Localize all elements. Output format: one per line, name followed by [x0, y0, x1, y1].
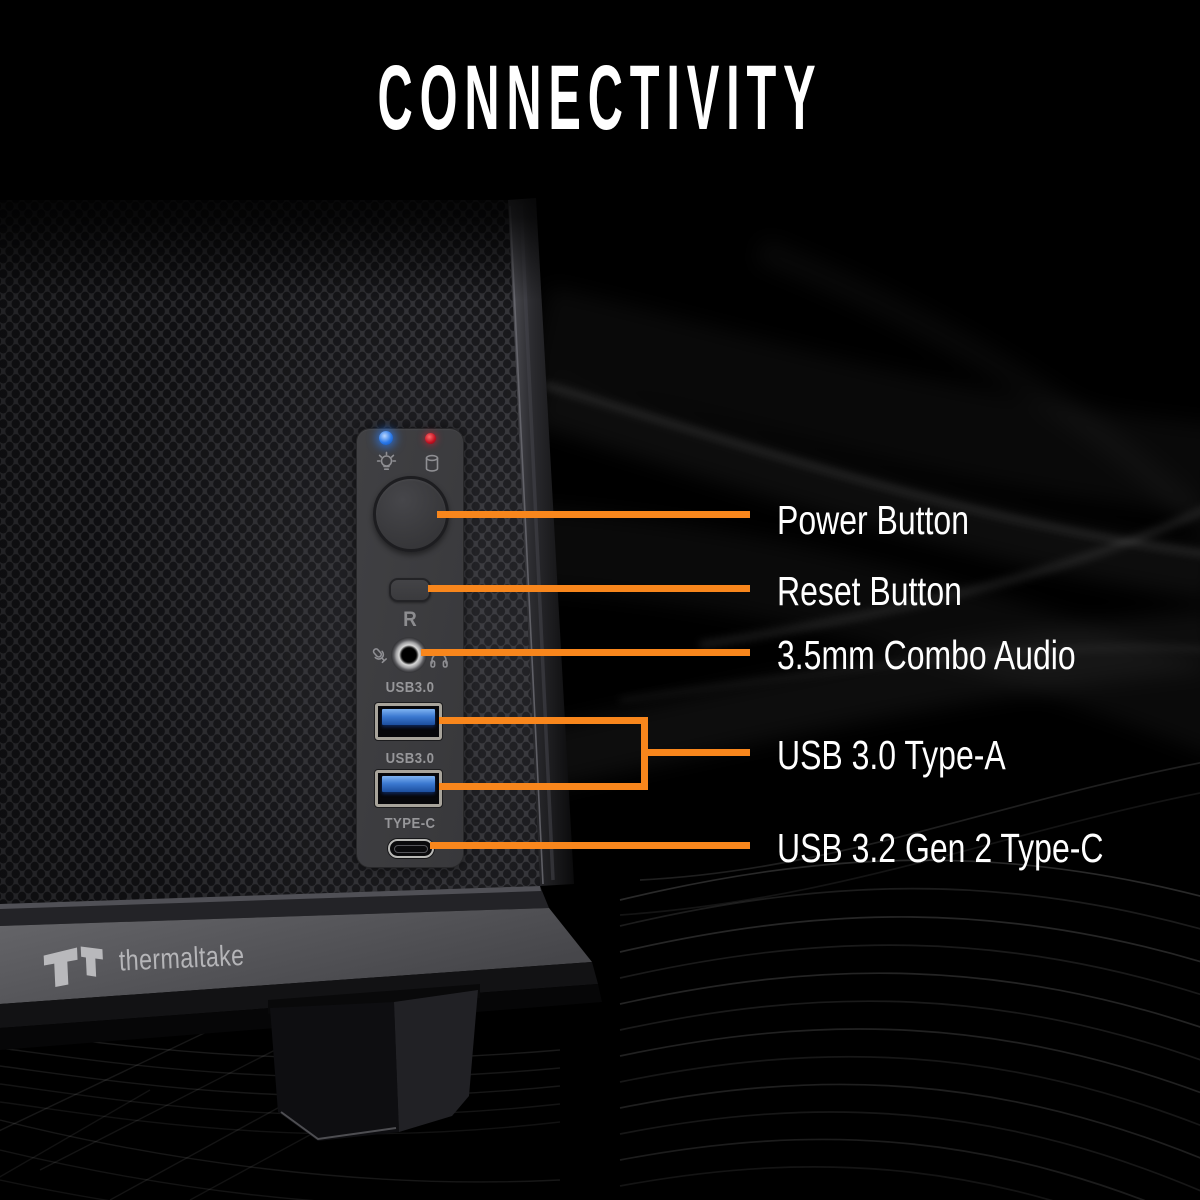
bezel-top-lip — [0, 886, 549, 926]
usb-bracket-line — [641, 717, 648, 790]
usb3-port2-label: USB3.0 — [385, 750, 435, 767]
brand-wordmark: thermaltake — [118, 939, 246, 978]
page-title: CONNECTIVITY — [377, 47, 823, 149]
thermaltake-logo: thermaltake — [43, 931, 277, 988]
usb3-port-1[interactable] — [375, 703, 442, 740]
audio-callout-line — [421, 649, 750, 656]
callout-usb-c-label: USB 3.2 Gen 2 Type-C — [777, 825, 1104, 871]
io-panel: R USB3.0 USB3.0 TYPE-C — [356, 428, 464, 868]
usb3-port1-label: USB3.0 — [385, 679, 435, 696]
hdd-activity-icon — [425, 454, 439, 472]
usb-tongue — [382, 776, 435, 792]
power-led-icon — [379, 431, 393, 445]
reset-button[interactable] — [389, 578, 431, 602]
microphone-icon — [372, 648, 387, 664]
bezel-face — [0, 908, 592, 1004]
usb-tongue — [382, 709, 435, 725]
light-bulb-icon — [376, 451, 397, 470]
usb1-callout-line — [439, 717, 648, 724]
bezel-bottom-lip — [0, 962, 598, 1028]
reset-callout-line — [428, 585, 750, 592]
callout-audio-label: 3.5mm Combo Audio — [777, 632, 1076, 678]
tt-logo-icon — [43, 946, 103, 988]
callout-power-label: Power Button — [777, 497, 969, 543]
callout-reset-label: Reset Button — [777, 568, 962, 614]
typec-port-label: TYPE-C — [384, 815, 436, 832]
callout-usb-a-label: USB 3.0 Type-A — [777, 732, 1006, 778]
usb2-callout-line — [439, 783, 648, 790]
usb3-port-2[interactable] — [375, 770, 442, 807]
power-callout-line — [437, 511, 750, 518]
case-foot-side — [394, 990, 478, 1132]
typec-port[interactable] — [388, 839, 434, 858]
typec-pin-outline — [394, 844, 428, 853]
reset-label: R — [403, 608, 417, 631]
case-corner-edge — [508, 198, 574, 886]
usb-branch-line — [648, 749, 750, 756]
power-button[interactable] — [373, 476, 449, 552]
typec-callout-line — [430, 842, 750, 849]
hdd-led-icon — [425, 433, 436, 444]
case-foot-front — [270, 1002, 399, 1141]
